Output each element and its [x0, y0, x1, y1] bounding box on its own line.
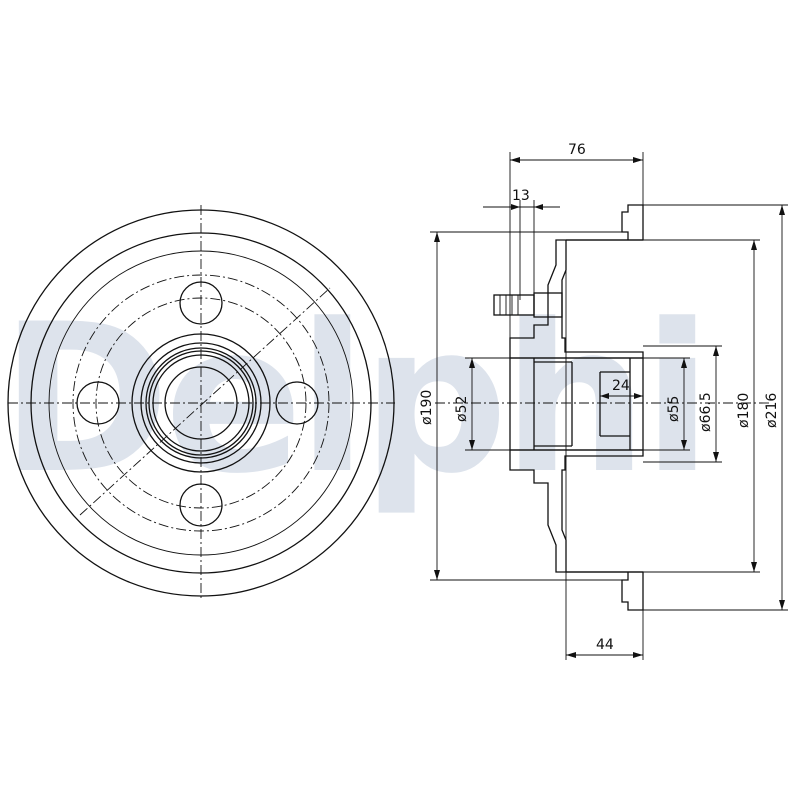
dim-216-label: ø216 [764, 393, 780, 428]
dim-180-arrow-bottom [751, 562, 757, 572]
dim-13-arrow-left [511, 204, 520, 210]
dim-24-arrow-right [634, 393, 643, 399]
dim-55-arrow-top [681, 358, 687, 368]
dim-190-label: ø190 [419, 390, 435, 425]
dim-24-arrow-left [600, 393, 609, 399]
drum-outer-rim [7, 209, 395, 597]
dim-190-arrow-top [434, 232, 440, 242]
dim-190-arrow-bottom [434, 570, 440, 580]
hub-ring-1 [140, 342, 262, 464]
dim-13-label: 13 [512, 188, 530, 204]
dim-180-arrow-top [751, 240, 757, 250]
side-section-view: 76 13 24 44 ø190 ø52 [419, 142, 788, 660]
hub-outer-circle [131, 333, 271, 473]
dim-66-label: ø66.5 [698, 392, 714, 432]
dim-76-arrow-right [633, 157, 643, 163]
stud-hole-top [179, 281, 223, 325]
dim-216-arrow-bottom [779, 600, 785, 610]
hub-ring-4 [152, 354, 250, 452]
hub-ring-2 [145, 347, 257, 459]
dim-55-arrow-bottom [681, 440, 687, 450]
dim-76-label: 76 [568, 142, 586, 158]
dim-55-label: ø55 [666, 396, 682, 422]
front-leader-line [79, 287, 331, 516]
section-lower [509, 449, 644, 611]
dim-44-arrow-right [633, 652, 643, 658]
front-view [7, 205, 395, 600]
dim-24-label: 24 [612, 378, 630, 394]
dim-44-label: 44 [596, 637, 614, 653]
stud-hole-right [275, 381, 319, 425]
drum-inner-rim [30, 232, 372, 574]
dim-66-arrow-top [713, 346, 719, 356]
hub-bore [164, 366, 238, 440]
stud-pitch-circle [95, 297, 307, 509]
stud-hole-bottom [179, 483, 223, 527]
dim-44-arrow-left [566, 652, 576, 658]
dim-13-arrow-right [534, 204, 543, 210]
drum-face-circle [48, 250, 354, 556]
dim-66-arrow-bottom [713, 452, 719, 462]
dim-52-arrow-bottom [469, 440, 475, 450]
dim-180-label: ø180 [736, 393, 752, 428]
drum-dashed-circle [72, 274, 330, 532]
wheel-stud [493, 292, 563, 318]
stud-knurl [533, 292, 563, 318]
dim-216-arrow-top [779, 205, 785, 215]
dim-52-arrow-top [469, 358, 475, 368]
dim-76-arrow-left [510, 157, 520, 163]
section-upper [509, 204, 644, 359]
hub-ring-3 [148, 350, 254, 456]
dim-52-label: ø52 [454, 396, 470, 422]
stud-hole-left [76, 381, 120, 425]
